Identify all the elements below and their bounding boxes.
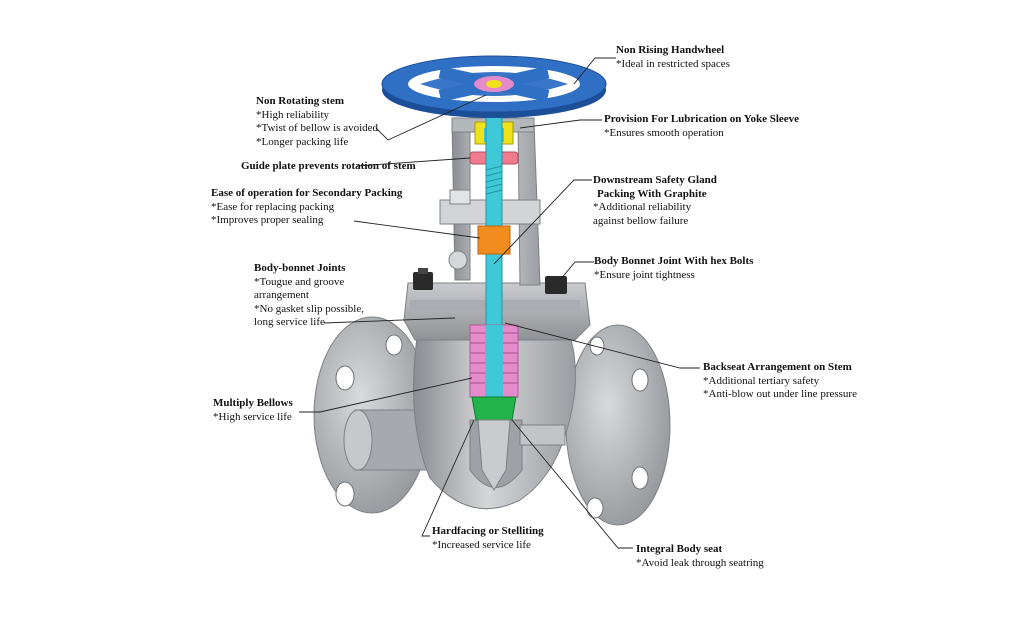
hex-bolts <box>413 268 567 294</box>
annotation-integral-seat: Integral Body seat *Avoid leak through s… <box>636 543 764 570</box>
annotation-title: Multiply Bellows <box>213 397 293 409</box>
annotation-detail: against bellow failure <box>593 214 689 227</box>
annotation-non-rotating-stem: Non Rotating stem *High reliability *Twi… <box>256 95 378 149</box>
annotation-detail: *Improves proper sealing <box>211 214 324 226</box>
annotation-backseat: Backseat Arrangement on Stem *Additional… <box>703 361 857 402</box>
annotation-title: Body-bonnet Joints <box>254 262 346 274</box>
annotation-downstream-safety-gland: Downstream Safety Gland Packing With Gra… <box>593 174 717 228</box>
secondary-packing <box>477 225 511 255</box>
annotation-detail: *High reliability <box>256 108 330 121</box>
annotation-non-rising-handwheel: Non Rising Handwheel *Ideal in restricte… <box>616 44 730 71</box>
handwheel <box>381 55 607 118</box>
annotation-title: Non Rotating stem <box>256 95 344 107</box>
annotation-detail: long service life <box>254 316 325 328</box>
annotation-title: Body Bonnet Joint With hex Bolts <box>594 255 754 267</box>
annotation-detail: *Additional tertiary safety <box>703 374 820 387</box>
right-flange <box>565 324 671 526</box>
annotation-detail: *Avoid leak through seatring <box>636 556 764 569</box>
leader-lines <box>299 57 700 549</box>
plug <box>477 419 511 491</box>
disc <box>471 396 517 421</box>
annotation-detail: *Ease for replacing packing <box>211 200 335 213</box>
annotation-guide-plate: Guide plate prevents rotation of stem <box>241 160 416 174</box>
annotation-title: Hardfacing or Stelliting <box>432 525 544 537</box>
annotation-secondary-packing: Ease of operation for Secondary Packing … <box>211 187 402 228</box>
annotation-detail: arrangement <box>254 289 309 301</box>
annotation-multiply-bellows: Multiply Bellows *High service life <box>213 397 293 424</box>
annotation-body-bonnet-hex: Body Bonnet Joint With hex Bolts *Ensure… <box>594 255 753 282</box>
annotation-title: Backseat Arrangement on Stem <box>703 361 852 373</box>
annotation-title: Downstream Safety Gland <box>593 174 717 186</box>
annotation-title: Non Rising Handwheel <box>616 44 725 56</box>
annotation-title: Ease of operation for Secondary Packing <box>211 187 403 199</box>
annotation-title: Provision For Lubrication on Yoke Sleeve <box>604 113 800 125</box>
annotation-detail: *Tougue and groove <box>254 275 345 288</box>
annotation-title: Guide plate prevents rotation of stem <box>241 160 416 172</box>
annotation-hardfacing: Hardfacing or Stelliting *Increased serv… <box>432 525 544 552</box>
annotation-detail: *High service life <box>213 410 292 423</box>
bellows <box>469 324 519 398</box>
annotation-title-line2: Packing With Graphite <box>597 187 707 200</box>
annotation-detail: *Anti-blow out under line pressure <box>703 388 857 400</box>
annotation-provision-lubrication: Provision For Lubrication on Yoke Sleeve… <box>604 113 799 140</box>
stem-threads <box>485 165 503 195</box>
annotation-detail: *Increased service life <box>432 538 531 551</box>
annotation-detail: *Twist of bellow is avoided <box>256 122 379 134</box>
annotation-detail: *Additional reliability <box>593 201 692 213</box>
annotation-detail: *Longer packing life <box>256 135 349 148</box>
annotation-detail: *Ensures smooth operation <box>604 126 724 139</box>
annotation-detail: *Ideal in restricted spaces <box>616 57 730 70</box>
annotation-detail: *Ensure joint tightness <box>594 268 695 281</box>
annotation-title: Integral Body seat <box>636 543 723 555</box>
annotation-detail: *No gasket slip possible, <box>254 302 364 315</box>
annotation-body-bonnet-joints: Body-bonnet Joints *Tougue and groove ar… <box>254 262 364 330</box>
